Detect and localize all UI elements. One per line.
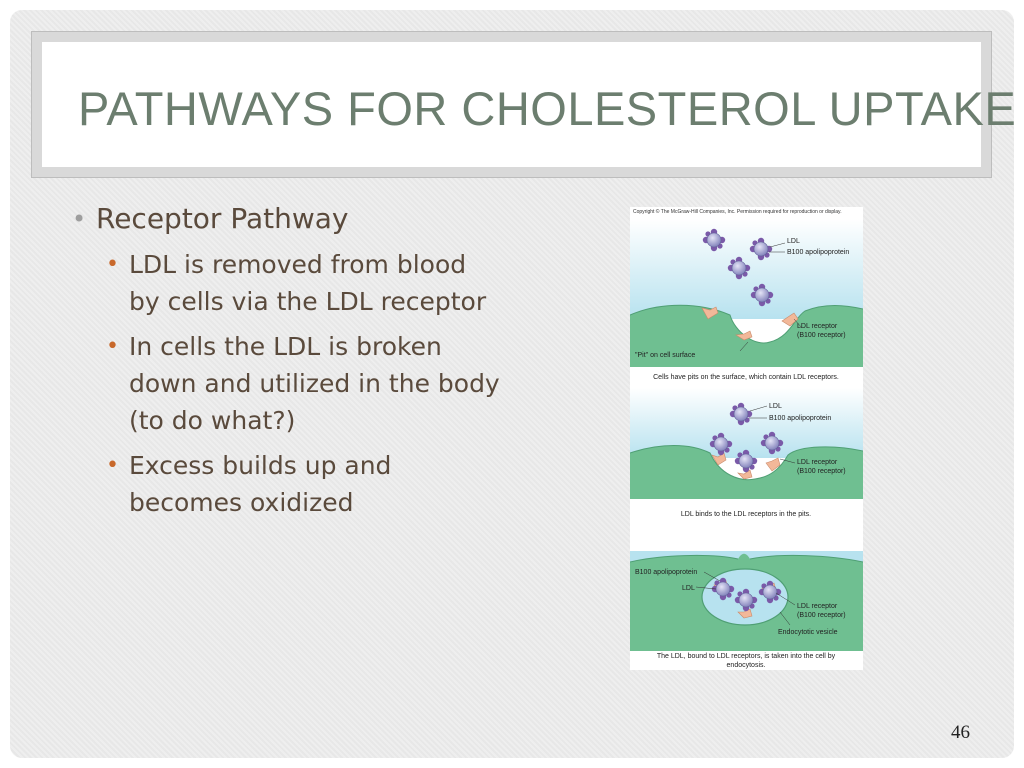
bullet-receptor-pathway: • Receptor Pathway bbox=[72, 200, 502, 238]
sub-bullet-excess-oxidized: • Excess builds up and becomes oxidized bbox=[106, 447, 502, 521]
label-ldl-receptor: LDL receptor bbox=[797, 603, 838, 610]
sub-bullet-dot: • bbox=[106, 334, 119, 359]
label-b100-apolipoprotein: B100 apolipoprotein bbox=[635, 569, 697, 576]
label-ldl: LDL bbox=[682, 585, 695, 592]
bullet-dot: • bbox=[72, 205, 87, 233]
title-box: PATHWAYS FOR CHOLESTEROL UPTAKE bbox=[42, 42, 1016, 167]
label-ldl-receptor: LDL receptor bbox=[797, 323, 838, 330]
panel-3-caption-line-2: endocytosis. bbox=[727, 662, 766, 669]
ldl-endocytosis-figure: Copyright © The McGraw-Hill Companies, I… bbox=[630, 207, 863, 670]
panel-2-caption: LDL binds to the LDL receptors in the pi… bbox=[681, 511, 811, 518]
label-b100-receptor: (B100 receptor) bbox=[797, 468, 846, 475]
sub-bullet-ldl-removed: • LDL is removed from blood by cells via… bbox=[106, 246, 502, 320]
bullet-text: Receptor Pathway bbox=[96, 202, 349, 235]
label-ldl-receptor: LDL receptor bbox=[797, 459, 838, 466]
panel-1-caption: Cells have pits on the surface, which co… bbox=[653, 374, 839, 381]
slide-background: PATHWAYS FOR CHOLESTEROL UPTAKE • Recept… bbox=[10, 10, 1016, 758]
sub-bullet-ldl-broken-down: • In cells the LDL is broken down and ut… bbox=[106, 328, 502, 439]
bullet-list: • Receptor Pathway • LDL is removed from… bbox=[72, 200, 502, 529]
sub-bullet-dot: • bbox=[106, 453, 119, 478]
label-b100-apolipoprotein: B100 apolipoprotein bbox=[787, 249, 849, 256]
label-ldl: LDL bbox=[787, 238, 800, 245]
figure-copyright: Copyright © The McGraw-Hill Companies, I… bbox=[633, 208, 842, 215]
label-endocytotic-vesicle: Endocytotic vesicle bbox=[778, 629, 838, 636]
label-b100-receptor: (B100 receptor) bbox=[797, 612, 846, 619]
sub-bullet-text: LDL is removed from blood by cells via t… bbox=[129, 250, 487, 316]
label-b100-receptor: (B100 receptor) bbox=[797, 332, 846, 339]
label-ldl: LDL bbox=[769, 403, 782, 410]
figure-panel-1: LDL B100 apolipoprotein LDL receptor (B1… bbox=[630, 219, 863, 387]
panel-3-caption-line-1: The LDL, bound to LDL receptors, is take… bbox=[657, 653, 836, 660]
sub-bullet-list: • LDL is removed from blood by cells via… bbox=[72, 246, 502, 521]
label-pit-on-cell-surface: "Pit" on cell surface bbox=[635, 352, 695, 359]
slide-title: PATHWAYS FOR CHOLESTEROL UPTAKE bbox=[78, 82, 1017, 135]
figure-panel-3: B100 apolipoprotein LDL LDL receptor (B1… bbox=[630, 551, 863, 670]
title-frame: PATHWAYS FOR CHOLESTEROL UPTAKE bbox=[31, 31, 1016, 178]
sub-bullet-text: In cells the LDL is broken down and util… bbox=[129, 332, 500, 435]
label-b100-apolipoprotein: B100 apolipoprotein bbox=[769, 415, 831, 422]
sub-bullet-dot: • bbox=[106, 252, 119, 277]
sub-bullet-text: Excess builds up and becomes oxidized bbox=[129, 451, 392, 517]
figure-panel-2: LDL B100 apolipoprotein LDL receptor (B1… bbox=[630, 388, 863, 551]
page-number: 46 bbox=[951, 722, 970, 743]
